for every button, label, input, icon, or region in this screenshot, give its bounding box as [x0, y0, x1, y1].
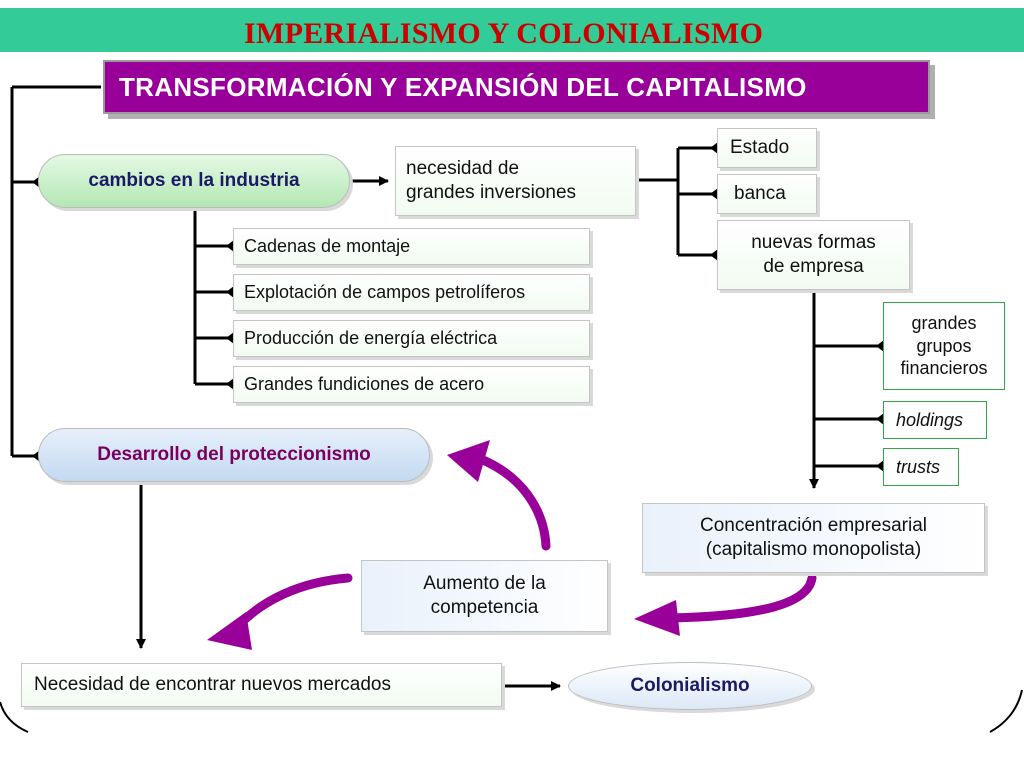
industry-item-cadenas: Cadenas de montaje — [233, 228, 590, 265]
node-holdings: holdings — [883, 401, 987, 439]
title-bar: IMPERIALISMO Y COLONIALISMO — [0, 8, 1024, 52]
main-header: TRANSFORMACIÓN Y EXPANSIÓN DEL CAPITALIS… — [103, 60, 930, 114]
node-concentracion-line-2: (capitalismo monopolista) — [705, 539, 922, 560]
node-trusts: trusts — [883, 448, 959, 486]
node-grupos-line-3: financieros — [900, 358, 988, 379]
industry-item-fundiciones: Grandes fundiciones de acero — [233, 366, 590, 403]
node-grupos-line-1: grandes — [911, 313, 977, 334]
node-necesidad-inversiones: necesidad de grandes inversiones — [395, 146, 636, 216]
node-proteccionismo: Desarrollo del proteccionismo — [38, 428, 430, 482]
curved-arrow-concentracion-aumento — [667, 573, 817, 623]
node-grupos-line-2: grupos — [916, 335, 972, 356]
node-banca: banca — [717, 174, 817, 214]
curved-arrow-aumento-mercados — [231, 573, 353, 633]
node-nuevas-formas: nuevas formas de empresa — [717, 220, 910, 290]
node-aumento-line-2: competencia — [430, 597, 539, 618]
arrowhead-proteccionismo — [447, 440, 490, 482]
page-title: IMPERIALISMO Y COLONIALISMO — [244, 17, 764, 50]
node-aumento-line-1: Aumento de la — [423, 573, 546, 595]
node-aumento-competencia: Aumento de la competencia — [361, 560, 608, 632]
node-estado: Estado — [717, 128, 817, 168]
node-necesidad-line-1: necesidad de — [406, 158, 520, 180]
corner-curve-left — [0, 701, 29, 733]
industry-item-explotacion: Explotación de campos petrolíferos — [233, 274, 590, 311]
node-concentracion-line-1: Concentración empresarial — [699, 515, 928, 537]
node-grandes-grupos: grandes grupos financieros — [883, 302, 1005, 390]
node-colonialismo: Colonialismo — [568, 662, 812, 710]
industry-item-produccion: Producción de energía eléctrica — [233, 320, 590, 357]
corner-curve-right — [989, 689, 1023, 733]
arrowhead-aumento — [634, 600, 680, 636]
arrowhead-mercados — [207, 612, 252, 650]
node-nuevos-mercados: Necesidad de encontrar nuevos mercados — [21, 663, 502, 707]
node-necesidad-line-2: grandes inversiones — [406, 182, 577, 203]
node-concentracion: Concentración empresarial (capitalismo m… — [642, 503, 985, 573]
node-cambios-industria: cambios en la industria — [38, 154, 350, 208]
curved-arrow-aumento-proteccionismo — [473, 453, 551, 551]
node-nuevas-line-1: nuevas formas — [751, 232, 876, 254]
node-nuevas-line-2: de empresa — [763, 256, 864, 277]
